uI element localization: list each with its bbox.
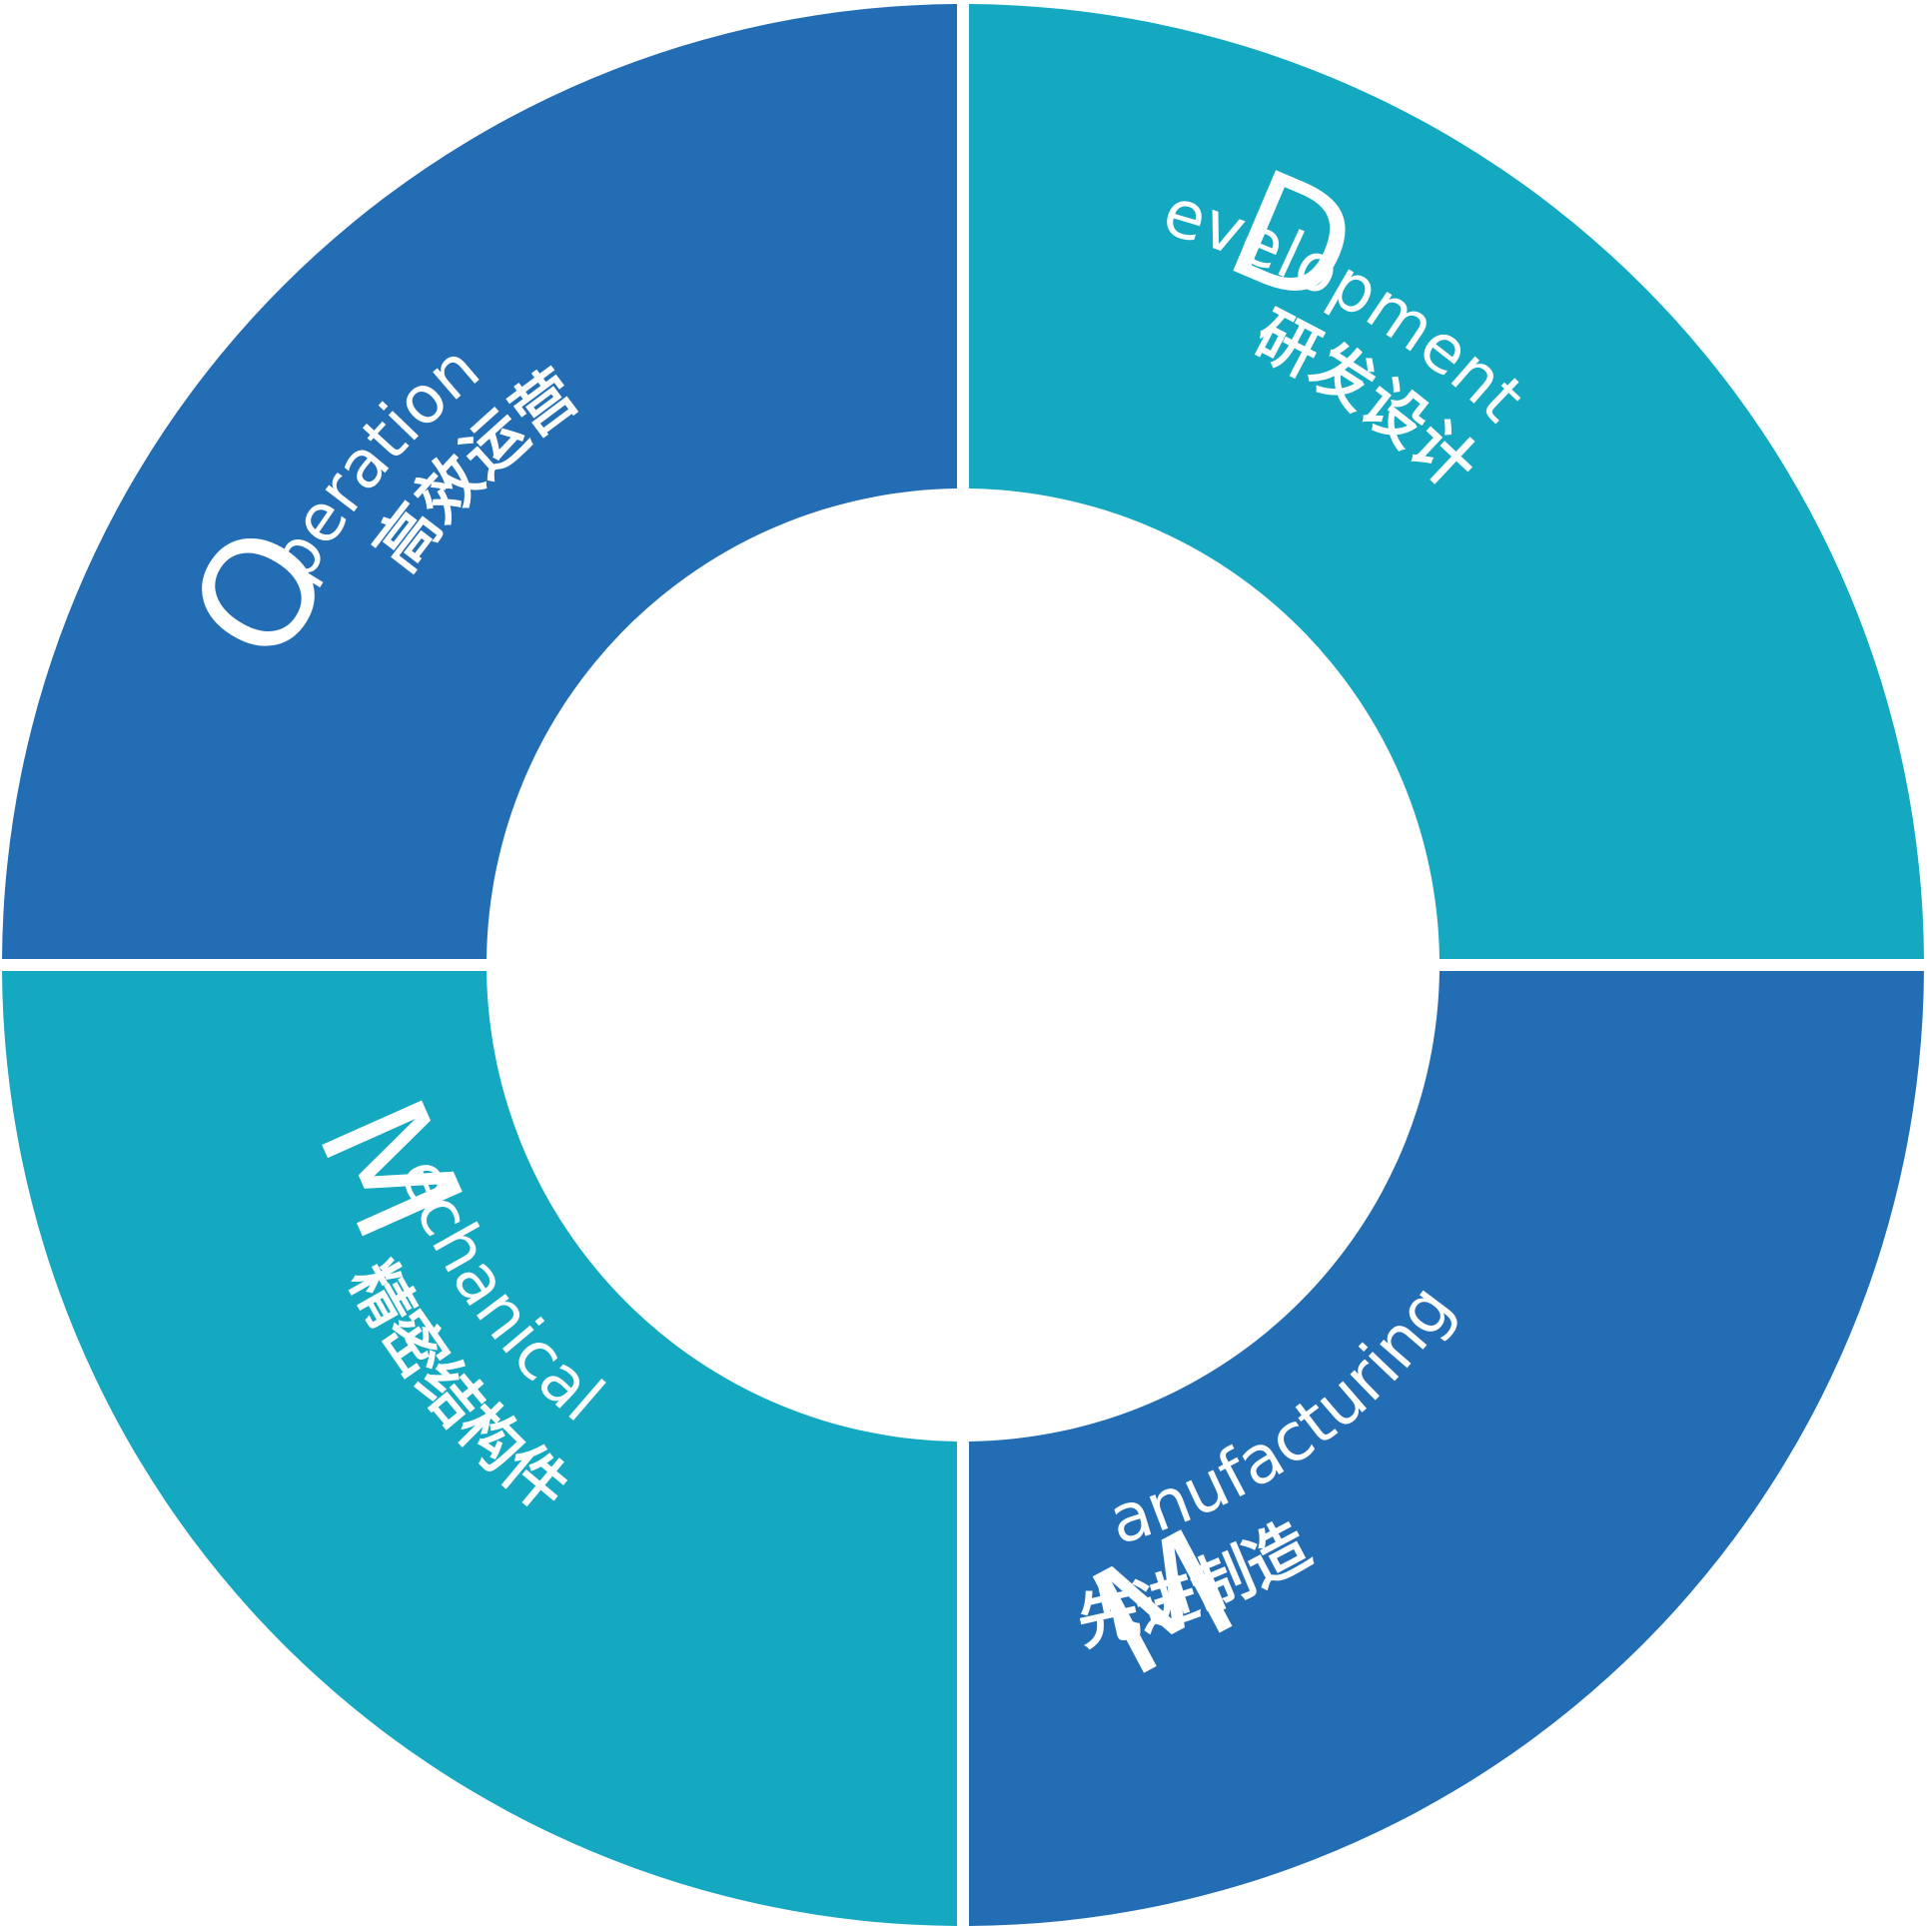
segment-operation-wedge [2,4,957,959]
segment-mechanical-wedge [2,971,957,1926]
segment-development-wedge [969,4,1924,959]
segment-manufacturing-wedge [969,971,1924,1926]
